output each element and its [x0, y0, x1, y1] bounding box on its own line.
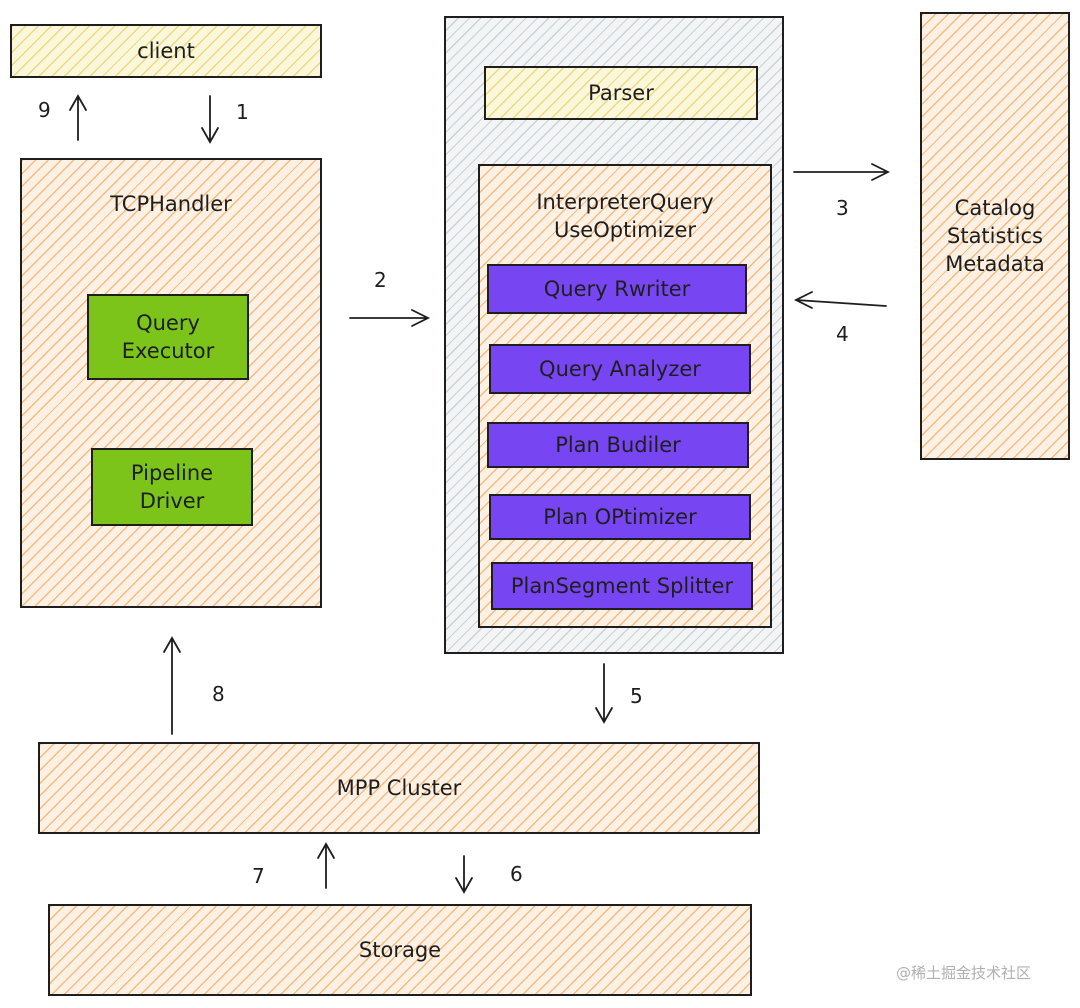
catalog-box: Catalog Statistics Metadata [920, 12, 1070, 460]
plan-builder-box: Plan Budiler [487, 422, 749, 468]
plan-builder-label: Plan Budiler [555, 433, 681, 457]
plansegment-splitter-box: PlanSegment Splitter [491, 562, 753, 610]
arrow-5 [595, 663, 613, 724]
arrow-9 [69, 94, 87, 141]
parser-box: Parser [484, 66, 758, 120]
arrow-4 [793, 291, 887, 309]
arrow-1 [201, 95, 219, 144]
plan-optimizer-box: Plan OPtimizer [489, 494, 751, 540]
mpp-cluster-box: MPP Cluster [38, 742, 760, 834]
interpreter-box: InterpreterQuery UseOptimizer Query Rwri… [478, 164, 772, 628]
interpreter-label: InterpreterQuery UseOptimizer [536, 190, 714, 242]
step-label-6: 6 [510, 862, 523, 886]
query-rewriter-label: Query Rwriter [543, 277, 691, 301]
step-label-8: 8 [212, 682, 225, 706]
mpp-cluster-label: MPP Cluster [336, 776, 462, 800]
step-label-4: 4 [836, 322, 849, 346]
tcp-handler-label: TCPHandler [110, 192, 232, 216]
query-rewriter-box: Query Rwriter [487, 264, 747, 314]
watermark: @稀土掘金技术社区 [896, 964, 1032, 982]
plansegment-splitter-label: PlanSegment Splitter [510, 574, 734, 598]
pipeline-driver-label: Pipeline Driver [130, 461, 214, 513]
arrow-8 [163, 636, 181, 735]
tcp-handler-box: TCPHandler Query Executor Pipeline Drive… [20, 158, 322, 608]
step-label-9: 9 [38, 98, 51, 122]
storage-label: Storage [358, 938, 442, 962]
plan-optimizer-label: Plan OPtimizer [543, 505, 697, 529]
step-label-1: 1 [236, 100, 249, 124]
step-label-2: 2 [374, 268, 387, 292]
arrow-3 [793, 163, 891, 181]
optimizer-container: Parser InterpreterQuery UseOptimizer Que… [444, 16, 784, 654]
arrow-6 [455, 855, 473, 894]
catalog-label: Catalog Statistics Metadata [945, 196, 1045, 276]
arrow-7 [317, 842, 335, 889]
arrow-2 [349, 309, 431, 327]
client-box: client [10, 24, 322, 78]
step-label-5: 5 [630, 684, 643, 708]
query-executor-label: Query Executor [121, 311, 215, 363]
pipeline-driver-box: Pipeline Driver [91, 448, 253, 526]
step-label-3: 3 [836, 196, 849, 220]
query-analyzer-label: Query Analyzer [539, 357, 701, 381]
client-label: client [137, 39, 195, 63]
query-executor-box: Query Executor [87, 294, 249, 380]
query-analyzer-box: Query Analyzer [489, 344, 751, 394]
step-label-7: 7 [252, 864, 265, 888]
storage-box: Storage [48, 904, 752, 996]
parser-label: Parser [588, 81, 654, 105]
